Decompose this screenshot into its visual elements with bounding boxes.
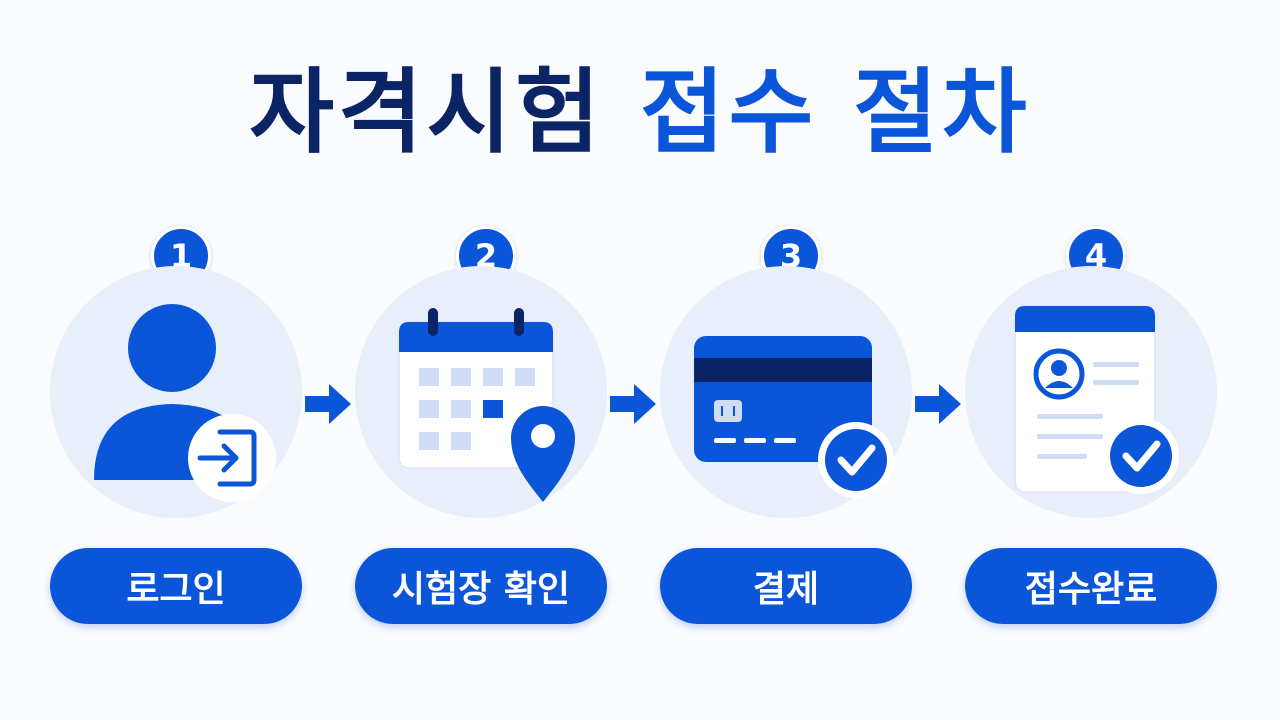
document-check-icon <box>965 266 1217 518</box>
step-1-label: 로그인 <box>50 548 302 624</box>
calendar-location-icon <box>355 266 607 518</box>
user-login-icon <box>50 266 302 518</box>
step-2-label: 시험장 확인 <box>355 548 607 624</box>
title-part-2: 접수 절차 <box>640 59 1031 166</box>
arrow-right-icon <box>610 384 656 424</box>
arrow-right-icon <box>305 384 351 424</box>
page-title: 자격시험 접수 절차 <box>0 58 1280 168</box>
step-3-label: 결제 <box>660 548 912 624</box>
arrow-right-icon <box>915 384 961 424</box>
title-part-1: 자격시험 <box>249 59 604 166</box>
step-4-label: 접수완료 <box>965 548 1217 624</box>
credit-card-check-icon <box>660 266 912 518</box>
